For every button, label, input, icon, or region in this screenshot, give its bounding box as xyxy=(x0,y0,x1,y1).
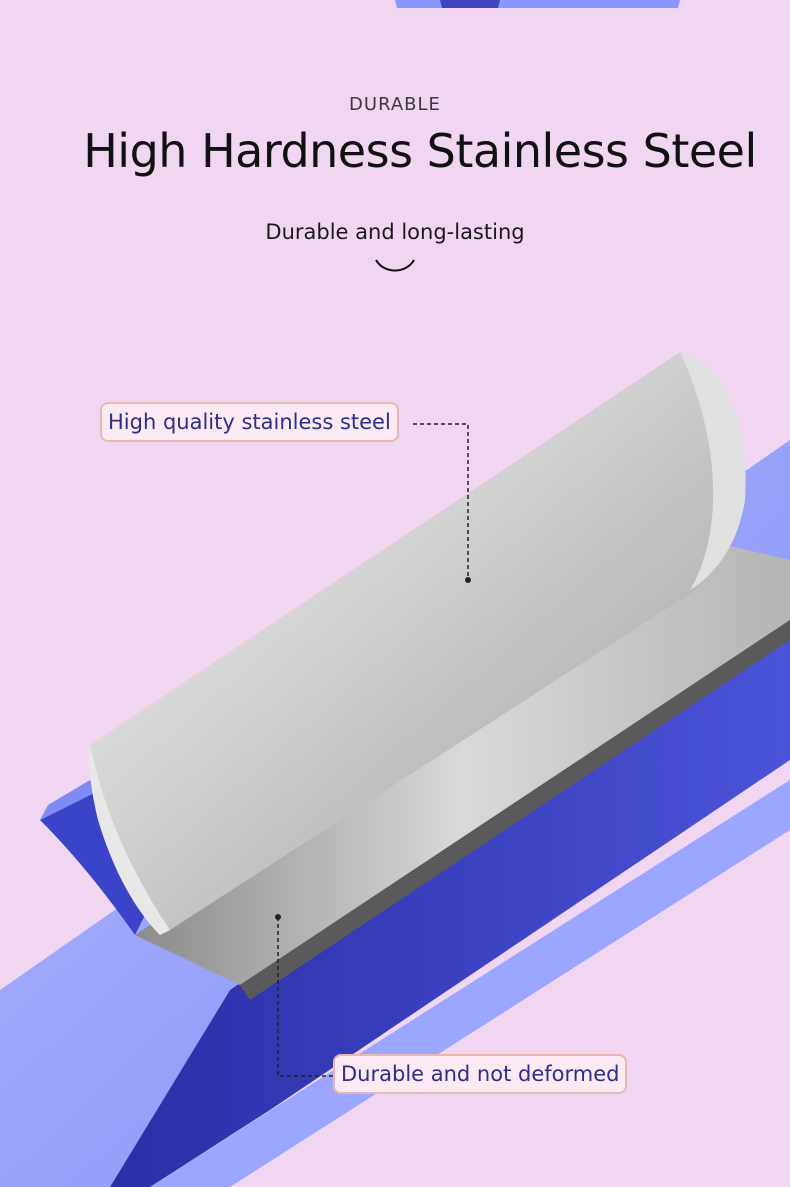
top-handle-strip xyxy=(395,0,680,8)
steel-blade xyxy=(135,545,790,985)
eyebrow-label: DURABLE xyxy=(349,94,441,115)
page-subtitle: Durable and long-lasting xyxy=(265,220,525,244)
page-title: High Hardness Stainless Steel xyxy=(83,124,757,178)
callout-bottom: Durable and not deformed xyxy=(333,1054,628,1094)
callout-top: High quality stainless steel xyxy=(100,402,399,442)
steel-roll xyxy=(90,352,746,930)
smile-arc-icon xyxy=(375,259,415,272)
